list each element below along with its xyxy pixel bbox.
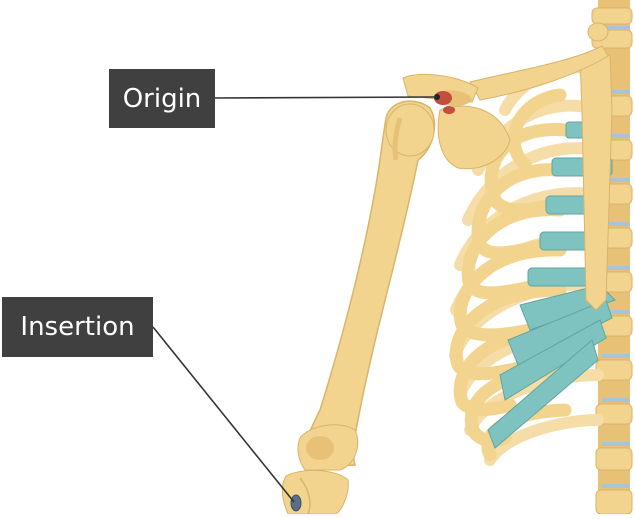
insertion-leader-line	[152, 326, 295, 503]
origin-label: Origin	[109, 69, 215, 128]
insertion-label-text: Insertion	[20, 312, 135, 342]
clavicle	[469, 45, 609, 101]
insertion-marker	[290, 494, 302, 512]
origin-leader-line	[214, 96, 438, 99]
leader-lines	[152, 96, 438, 503]
sternum	[579, 54, 613, 311]
insertion-label: Insertion	[2, 297, 153, 357]
humerus	[297, 100, 436, 471]
origin-label-text: Origin	[122, 83, 202, 114]
scapula	[402, 73, 511, 170]
